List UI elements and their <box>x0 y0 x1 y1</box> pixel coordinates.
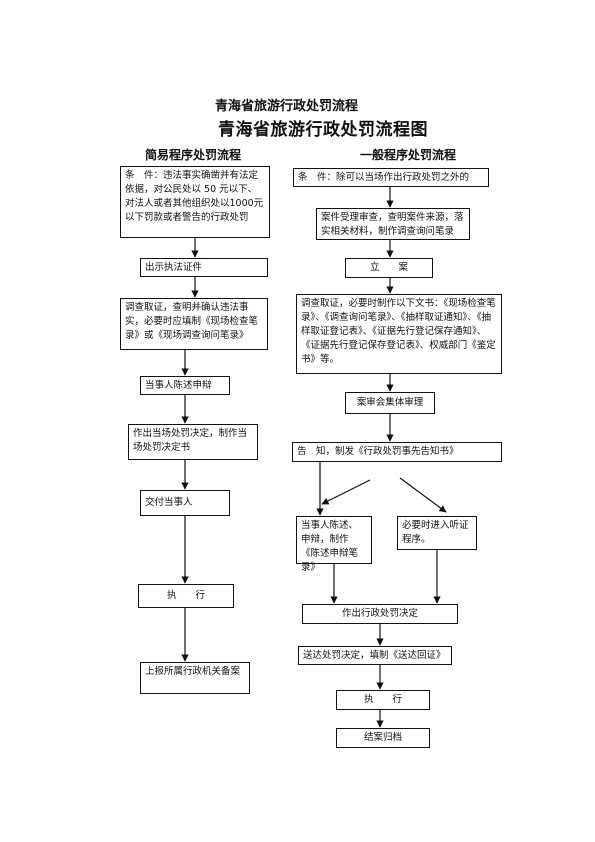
right-step-serve: 送达处罚决定，填制《送达回证》 <box>298 646 452 665</box>
left-step-conditions: 条 件：违法事实确凿并有法定依据，对公民处以 50 元以下、对法人或者其他组织处… <box>120 166 270 238</box>
left-step-defense: 当事人陈述申辩 <box>140 376 230 395</box>
left-step-execute: 执 行 <box>138 584 234 608</box>
document-title: 青海省旅游行政处罚流程 <box>215 99 359 114</box>
right-step-decision: 作出行政处罚决定 <box>302 604 458 624</box>
right-step-notify: 告 知，制发《行政处罚事先告知书》 <box>292 442 502 462</box>
branch-arrow-left-diagonal <box>321 479 371 505</box>
left-step-deliver: 交付当事人 <box>140 490 230 516</box>
right-step-file-case: 立 案 <box>345 258 433 278</box>
left-step-decision: 作出当场处罚决定，制作当场处罚决定书 <box>128 424 258 460</box>
right-heading: 一般程序处罚流程 <box>360 148 457 162</box>
branch-arrow-right-diagonal <box>399 477 447 513</box>
right-step-execute: 执 行 <box>336 690 430 710</box>
left-step-report: 上报所属行政机关备案 <box>140 662 250 694</box>
right-step-statement: 当事人陈述、申辩，制作《陈述申辩笔录》 <box>296 516 372 573</box>
left-heading: 简易程序处罚流程 <box>145 148 242 162</box>
right-step-case-review: 案件受理审查，查明案件来源，落实相关材料，制作调查询问笔录 <box>316 208 470 240</box>
diagram-title: 青海省旅游行政处罚流程图 <box>218 120 428 140</box>
right-step-conditions: 条 件：除可以当场作出行政处罚之外的 <box>293 168 489 187</box>
right-step-hearing: 必要时进入听证程序。 <box>397 516 477 550</box>
right-step-investigate: 调查取证，必要时制作以下文书：《现场检查笔录》、《调查询问笔录》、《抽样取证通知… <box>296 294 502 374</box>
left-step-show-id: 出示执法证件 <box>140 258 268 277</box>
right-step-archive: 结案归档 <box>336 728 430 748</box>
left-step-investigate: 调查取证，查明并确认违法事实，必要时应填制《现场检查笔录》或《现场调查询问笔录》 <box>120 298 268 350</box>
right-step-panel-review: 案审会集体审理 <box>345 392 435 414</box>
